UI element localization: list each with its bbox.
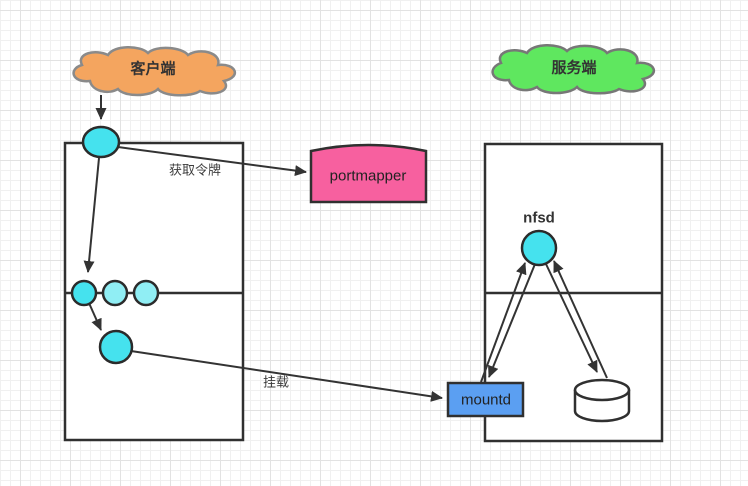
server-cloud-shape[interactable]	[491, 44, 656, 95]
edge-process-to-worker[interactable]	[83, 157, 100, 273]
edge-worker-to-mount-process[interactable]	[88, 302, 102, 331]
client-worker-circle-1[interactable]	[70, 279, 98, 307]
client-worker-circle-2[interactable]	[101, 279, 129, 307]
nfsd-circle[interactable]	[520, 229, 558, 267]
edge-nfsd-to-mountd[interactable]	[488, 263, 536, 378]
edge-storage-to-nfsd[interactable]	[553, 260, 608, 379]
client-worker-circle-3[interactable]	[132, 279, 160, 307]
storage-cylinder-top[interactable]	[573, 378, 631, 402]
client-mount-circle[interactable]	[98, 329, 134, 365]
portmapper-node[interactable]	[309, 143, 428, 204]
edge-mount-to-mountd[interactable]	[130, 350, 443, 402]
edge-get-token-to-portmapper[interactable]	[117, 146, 307, 177]
edge-mountd-to-nfsd[interactable]	[480, 262, 527, 383]
mountd-node[interactable]	[446, 381, 525, 418]
client-cloud-shape[interactable]	[72, 46, 237, 97]
client-process-circle[interactable]	[81, 125, 121, 159]
edge-nfsd-to-storage[interactable]	[545, 263, 598, 373]
